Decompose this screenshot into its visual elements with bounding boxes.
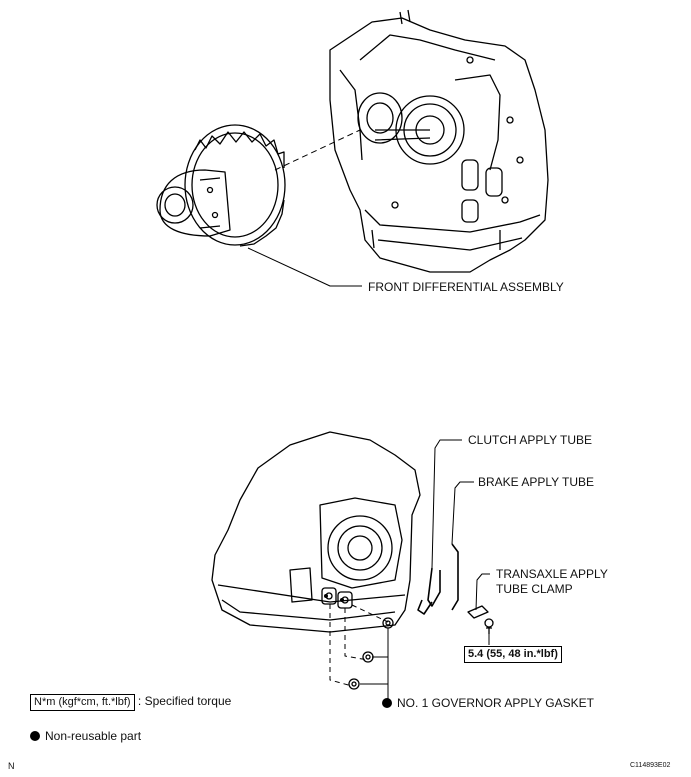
- clutch-apply-tube-label: CLUTCH APPLY TUBE: [468, 433, 593, 447]
- torque-value-box: 5.4 (55, 48 in.*lbf): [464, 646, 562, 663]
- front-differential-label: FRONT DIFFERENTIAL ASSEMBLY: [368, 280, 564, 294]
- nonreusable-legend: Non-reusable part: [30, 729, 141, 743]
- tube-clamp-label-line1: TRANSAXLE APPLY: [496, 567, 608, 581]
- differential-drawing: [156, 124, 286, 247]
- corner-letter: N: [8, 761, 15, 771]
- torque-value: 5.4 (55, 48 in.*lbf): [464, 646, 562, 663]
- transaxle-lower-drawing: [211, 431, 421, 633]
- torque-legend-text: : Specified torque: [137, 694, 232, 708]
- nonreusable-dot-icon: [382, 698, 392, 708]
- torque-legend: N*m (kgf*cm, ft.*lbf) : Specified torque: [30, 694, 231, 711]
- torque-legend-box: N*m (kgf*cm, ft.*lbf): [30, 694, 135, 711]
- nonreusable-legend-text: Non-reusable part: [45, 729, 142, 743]
- nonreusable-legend-dot-icon: [30, 731, 40, 741]
- gasket-label: NO. 1 GOVERNOR APPLY GASKET: [382, 696, 594, 710]
- gasket-label-text: NO. 1 GOVERNOR APPLY GASKET: [397, 696, 594, 710]
- transaxle-case-drawing: [329, 9, 549, 273]
- tube-clamp-label-line2: TUBE CLAMP: [496, 582, 573, 596]
- figure-code: C114893E02: [630, 762, 671, 769]
- brake-apply-tube-label: BRAKE APPLY TUBE: [478, 475, 595, 489]
